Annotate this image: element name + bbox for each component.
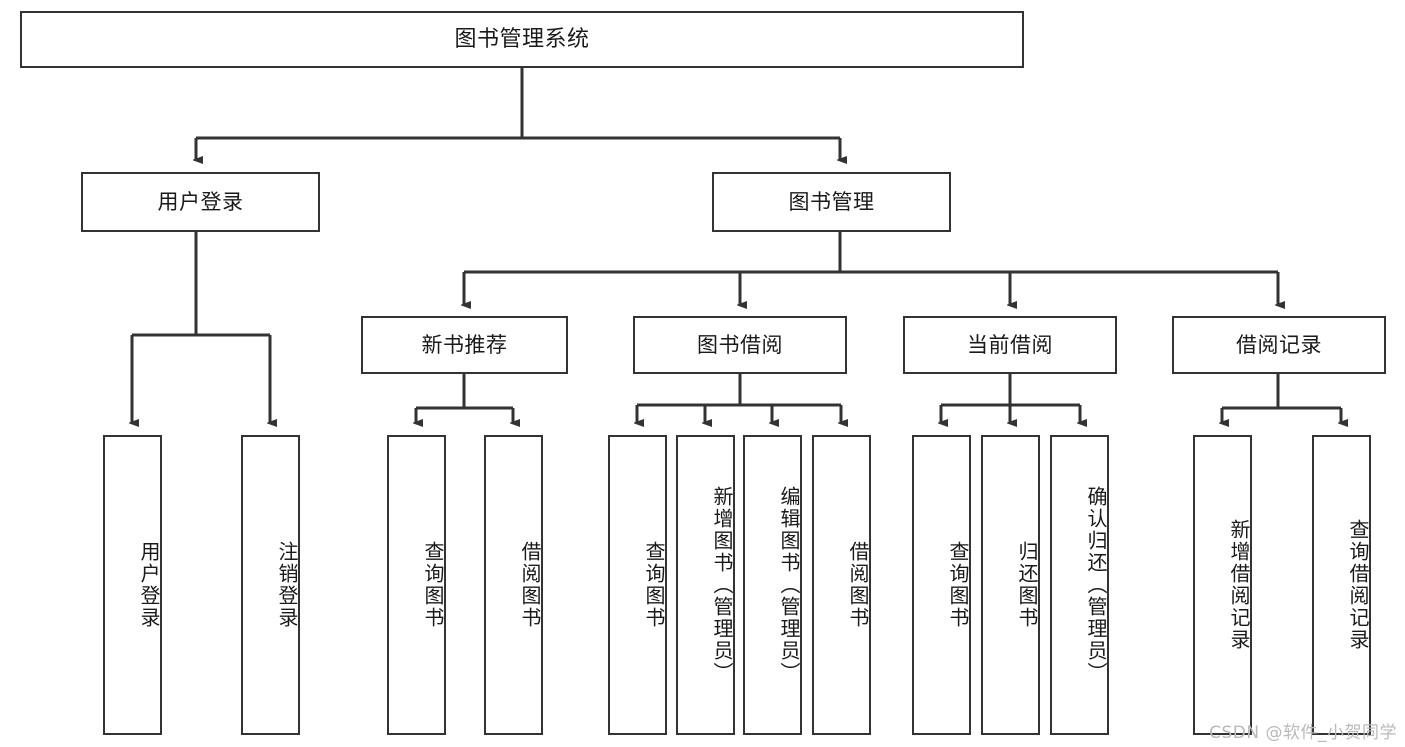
node-current-borrow-label: 当前借阅 [967, 332, 1053, 357]
node-leaf-borrow-book-2-label: 借阅图书 [846, 541, 870, 629]
node-leaf-query-record[interactable]: 查询借阅记录 [1312, 435, 1371, 735]
node-leaf-query-book-2[interactable]: 查询图书 [608, 435, 667, 735]
node-leaf-return-book-label: 归还图书 [1015, 541, 1039, 629]
node-root-label: 图书管理系统 [454, 26, 590, 52]
node-leaf-logout-label: 注销登录 [275, 541, 299, 629]
node-leaf-user-login[interactable]: 用户登录 [103, 435, 162, 735]
node-book-borrow-label: 图书借阅 [697, 332, 783, 357]
node-user-login-label: 用户登录 [157, 189, 244, 214]
node-leaf-add-book-label: 新增图书（管理员） [710, 486, 734, 684]
node-leaf-query-book-3[interactable]: 查询图书 [912, 435, 971, 735]
node-leaf-query-book-3-label: 查询图书 [946, 541, 970, 629]
node-new-book-recommend-label: 新书推荐 [421, 332, 508, 357]
node-leaf-query-book-1-label: 查询图书 [421, 541, 445, 629]
node-leaf-query-book-1[interactable]: 查询图书 [387, 435, 446, 735]
node-leaf-query-book-2-label: 查询图书 [642, 541, 666, 629]
node-leaf-edit-book-label: 编辑图书（管理员） [777, 486, 801, 684]
node-new-book-recommend[interactable]: 新书推荐 [361, 316, 568, 374]
node-user-login[interactable]: 用户登录 [81, 172, 320, 232]
node-leaf-add-record-label: 新增借阅记录 [1227, 519, 1251, 651]
node-leaf-add-record[interactable]: 新增借阅记录 [1193, 435, 1252, 735]
node-book-borrow[interactable]: 图书借阅 [633, 316, 847, 374]
node-book-manage[interactable]: 图书管理 [712, 172, 951, 232]
node-leaf-borrow-book-2[interactable]: 借阅图书 [812, 435, 871, 735]
node-borrow-record[interactable]: 借阅记录 [1172, 316, 1386, 374]
node-book-manage-label: 图书管理 [788, 189, 875, 214]
node-leaf-borrow-book-1-label: 借阅图书 [518, 541, 542, 629]
node-leaf-user-login-label: 用户登录 [137, 541, 161, 629]
node-root[interactable]: 图书管理系统 [20, 11, 1024, 68]
node-borrow-record-label: 借阅记录 [1236, 332, 1322, 357]
node-leaf-logout[interactable]: 注销登录 [241, 435, 300, 735]
node-leaf-query-record-label: 查询借阅记录 [1346, 519, 1370, 651]
node-current-borrow[interactable]: 当前借阅 [903, 316, 1117, 374]
node-leaf-add-book[interactable]: 新增图书（管理员） [676, 435, 735, 735]
node-leaf-edit-book[interactable]: 编辑图书（管理员） [743, 435, 802, 735]
node-leaf-confirm-return[interactable]: 确认归还（管理员） [1050, 435, 1109, 735]
node-leaf-return-book[interactable]: 归还图书 [981, 435, 1040, 735]
node-leaf-confirm-return-label: 确认归还（管理员） [1084, 486, 1108, 684]
watermark: CSDN @软件_小贺同学 [1209, 723, 1397, 743]
node-leaf-borrow-book-1[interactable]: 借阅图书 [484, 435, 543, 735]
